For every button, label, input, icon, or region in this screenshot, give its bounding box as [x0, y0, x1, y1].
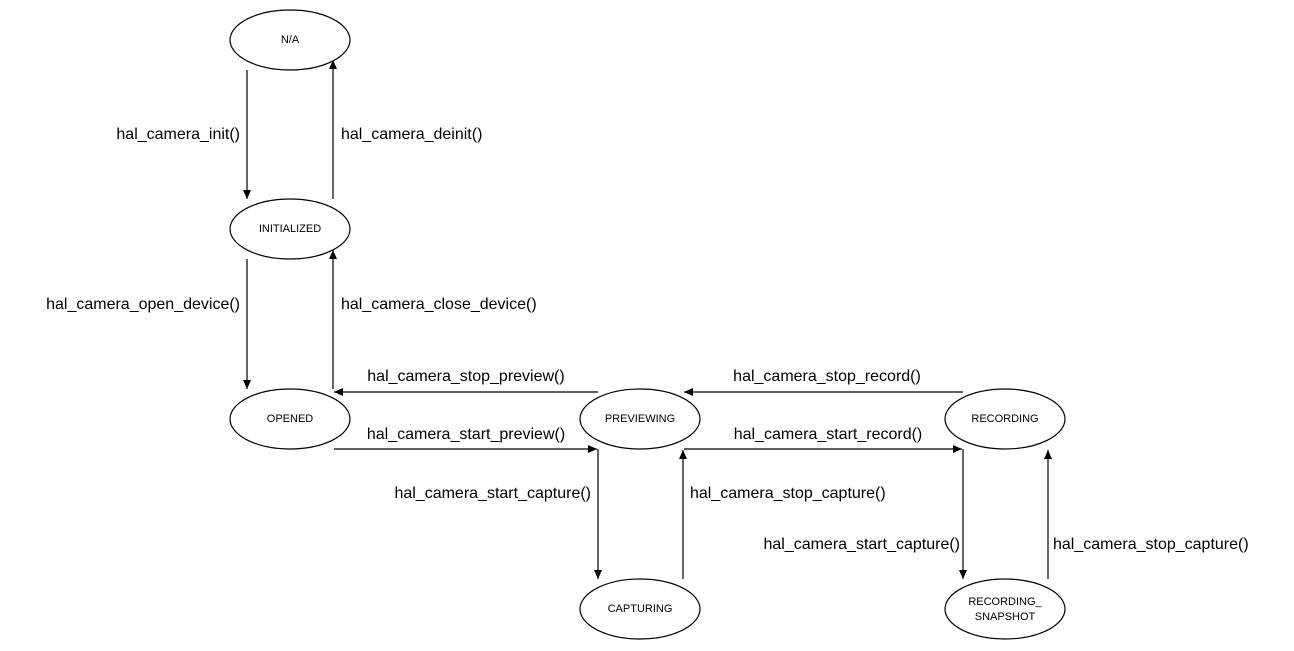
state-capturing-label: CAPTURING [608, 603, 673, 615]
state-capturing: CAPTURING [579, 578, 701, 640]
state-recording: RECORDING [944, 388, 1066, 450]
state-recording-snapshot-label-line1: RECORDING_ [968, 596, 1042, 608]
label-stop-preview: hal_camera_stop_preview() [367, 368, 564, 385]
state-previewing: PREVIEWING [579, 388, 701, 450]
label-start-capture-record: hal_camera_start_capture() [763, 536, 960, 553]
label-open-device: hal_camera_open_device() [46, 296, 240, 313]
label-stop-capture-preview: hal_camera_stop_capture() [690, 485, 886, 502]
label-stop-capture-record: hal_camera_stop_capture() [1053, 536, 1249, 553]
state-opened-label: OPENED [267, 413, 314, 425]
state-recording-snapshot-label-line2: SNAPSHOT [975, 611, 1036, 623]
label-stop-record: hal_camera_stop_record() [733, 368, 921, 385]
label-start-record: hal_camera_start_record() [734, 426, 923, 443]
state-initialized: INITIALIZED [229, 198, 351, 260]
state-previewing-label: PREVIEWING [605, 413, 675, 425]
label-init: hal_camera_init() [116, 126, 240, 143]
state-recording-label: RECORDING [971, 413, 1038, 425]
state-na-label: N/A [281, 34, 300, 46]
state-opened: OPENED [229, 388, 351, 450]
label-start-capture-preview: hal_camera_start_capture() [394, 485, 591, 502]
label-start-preview: hal_camera_start_preview() [367, 426, 565, 443]
state-na: N/A [229, 9, 351, 71]
label-deinit: hal_camera_deinit() [341, 126, 482, 143]
state-initialized-label: INITIALIZED [259, 223, 321, 235]
label-close-device: hal_camera_close_device() [341, 296, 537, 313]
state-recording-snapshot: RECORDING_ SNAPSHOT [944, 578, 1066, 640]
